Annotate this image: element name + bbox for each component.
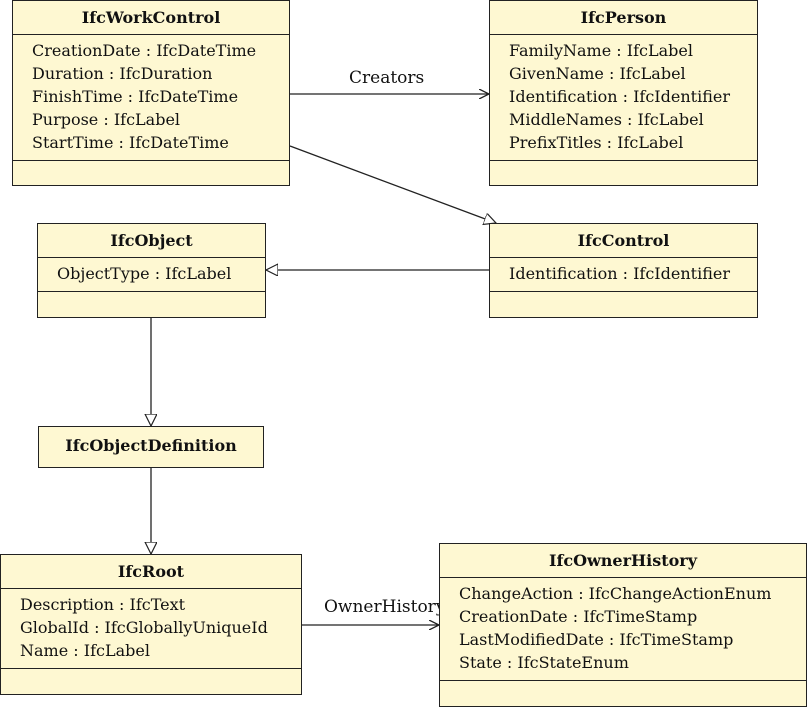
- attribute: ChangeAction : IfcChangeActionEnum: [459, 584, 772, 603]
- attribute: LastModifiedDate : IfcTimeStamp: [459, 630, 734, 649]
- attribute: Identification : IfcIdentifier: [509, 264, 730, 283]
- class-name: IfcWorkControl: [13, 1, 289, 35]
- ownerhistory-label: OwnerHistory: [324, 597, 446, 617]
- attribute: GlobalId : IfcGloballyUniqueId: [20, 618, 268, 637]
- class-name: IfcControl: [490, 224, 757, 258]
- class-ifcperson[interactable]: IfcPerson FamilyName : IfcLabel GivenNam…: [489, 0, 758, 186]
- attribute: Purpose : IfcLabel: [32, 110, 181, 129]
- class-name: IfcOwnerHistory: [440, 544, 806, 578]
- attribute-list: Description : IfcText GlobalId : IfcGlob…: [1, 589, 301, 669]
- attribute: State : IfcStateEnum: [459, 653, 629, 672]
- attribute: PrefixTitles : IfcLabel: [509, 133, 684, 152]
- attribute-list: CreationDate : IfcDateTime Duration : If…: [13, 35, 289, 161]
- attribute: GivenName : IfcLabel: [509, 64, 686, 83]
- operation-compartment: [38, 292, 265, 308]
- attribute: CreationDate : IfcTimeStamp: [459, 607, 698, 626]
- operation-compartment: [1, 669, 301, 685]
- class-name: IfcObjectDefinition: [65, 436, 237, 455]
- class-ifcobjectdefinition[interactable]: IfcObjectDefinition: [38, 426, 264, 468]
- attribute-list: Identification : IfcIdentifier: [490, 258, 757, 292]
- attribute: MiddleNames : IfcLabel: [509, 110, 704, 129]
- creators-label: Creators: [349, 68, 425, 88]
- class-ifcworkcontrol[interactable]: IfcWorkControl CreationDate : IfcDateTim…: [12, 0, 290, 186]
- attribute: CreationDate : IfcDateTime: [32, 41, 257, 60]
- operation-compartment: [490, 161, 757, 177]
- attribute: Identification : IfcIdentifier: [509, 87, 730, 106]
- operation-compartment: [490, 292, 757, 308]
- attribute: Description : IfcText: [20, 595, 186, 614]
- attribute: FinishTime : IfcDateTime: [32, 87, 239, 106]
- class-ifcroot[interactable]: IfcRoot Description : IfcText GlobalId :…: [0, 554, 302, 695]
- class-name: IfcPerson: [490, 1, 757, 35]
- operation-compartment: [440, 681, 806, 697]
- class-ifcobject[interactable]: IfcObject ObjectType : IfcLabel: [37, 223, 266, 318]
- class-ifccontrol[interactable]: IfcControl Identification : IfcIdentifie…: [489, 223, 758, 318]
- attribute-list: ChangeAction : IfcChangeActionEnum Creat…: [440, 578, 806, 681]
- attribute: FamilyName : IfcLabel: [509, 41, 693, 60]
- attribute-list: FamilyName : IfcLabel GivenName : IfcLab…: [490, 35, 757, 161]
- class-name: IfcRoot: [1, 555, 301, 589]
- attribute-list: ObjectType : IfcLabel: [38, 258, 265, 292]
- operation-compartment: [13, 161, 289, 177]
- workcontrol-to-control-generalization: [289, 145, 496, 223]
- attribute: Duration : IfcDuration: [32, 64, 213, 83]
- attribute: StartTime : IfcDateTime: [32, 133, 229, 152]
- attribute: ObjectType : IfcLabel: [57, 264, 232, 283]
- attribute: Name : IfcLabel: [20, 641, 150, 660]
- class-ifcownerhistory[interactable]: IfcOwnerHistory ChangeAction : IfcChange…: [439, 543, 807, 707]
- class-name: IfcObject: [38, 224, 265, 258]
